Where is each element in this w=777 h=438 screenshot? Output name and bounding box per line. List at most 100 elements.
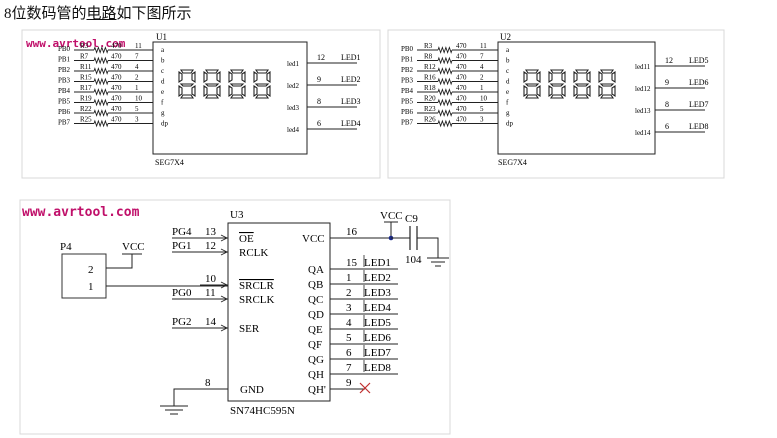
- u1-resistor: [93, 46, 109, 54]
- u3-left-pin-name: SRCLR: [239, 280, 275, 292]
- u2-resistor-value: 470: [456, 116, 467, 124]
- u2-port-label: PB1: [401, 56, 414, 64]
- u3-right-net-label: LED3: [364, 287, 391, 299]
- u3-left-pin-name: OE: [239, 233, 254, 245]
- u2-port-label: PB4: [401, 87, 414, 95]
- u2-resistor: [437, 56, 453, 65]
- u2-resistor-value: 470: [456, 74, 467, 82]
- heading-text-pre: 8位数码管的: [4, 6, 87, 22]
- heading-text-post: 如下图所示: [116, 6, 192, 22]
- u1-digit-pin-name: led1: [287, 60, 300, 68]
- u1-resistor: [93, 98, 109, 107]
- u3-right-pin-number: 1: [346, 272, 352, 284]
- p4-vcc-label: VCC: [122, 241, 145, 253]
- u1-segment-name: c: [161, 67, 164, 75]
- u2-digit-pin-name: led11: [635, 63, 651, 71]
- u2-resistor: [437, 46, 453, 54]
- u3-right-pin-name: QH: [308, 369, 324, 381]
- u3-left-net-label: PG1: [172, 240, 192, 252]
- u1-resistor-ref: R7: [80, 53, 89, 61]
- u2-resistor-ref: R12: [424, 63, 436, 71]
- u2-digit-pin-name: led14: [635, 129, 651, 137]
- u1-pin-number: 10: [135, 95, 143, 103]
- u2-digit-net-label: LED6: [689, 78, 709, 87]
- u3-right-pin-number: 15: [346, 257, 358, 269]
- vcc-decoupling: VCC C9 104: [380, 210, 449, 267]
- u3-left-net-label: PG0: [172, 287, 192, 299]
- u2-pin-number: 7: [480, 53, 484, 61]
- u1-digit-net-label: LED3: [341, 97, 361, 106]
- shift-register-u3: U3 SN74HC595N 13PG4OE12PG1RCLK10SRCLR11P…: [160, 209, 398, 417]
- u3-right-pins: 16VCC15QALED11QBLED22QCLED33QDLED44QELED…: [302, 226, 398, 396]
- u1-resistor-ref: R19: [80, 95, 92, 103]
- u1-pin-number: 2: [135, 74, 139, 82]
- u3-right-net-label: LED6: [364, 332, 391, 344]
- u1-segment-name: f: [161, 99, 164, 107]
- u3-right-pin-name: QE: [308, 324, 323, 336]
- u3-right-pin-name: QA: [308, 264, 324, 276]
- u1-body: [152, 41, 308, 155]
- u3-left-pin-name: SER: [239, 323, 260, 335]
- u3-body: [227, 222, 331, 402]
- u2-resistor-ref: R8: [424, 53, 433, 61]
- u2-resistor-ref: R20: [424, 95, 436, 103]
- u2-pin-number: 3: [480, 116, 484, 124]
- u3-right-pin-number: 2: [346, 287, 352, 299]
- u1-pin-number: 5: [135, 105, 139, 113]
- u3-left-pins: 13PG4OE12PG1RCLK10SRCLR11PG0SRCLK14PG2SE…: [172, 226, 275, 396]
- u2-resistor-value: 470: [456, 84, 467, 92]
- u2-segment-name: c: [506, 67, 509, 75]
- u2-segment-name: f: [506, 99, 509, 107]
- u3-right-net-label: LED7: [364, 347, 391, 359]
- u1-segment-name: d: [161, 78, 165, 86]
- u2-segment-name: a: [506, 46, 510, 54]
- u3-right-pin-name: QB: [308, 279, 323, 291]
- no-connect-cross: [359, 382, 371, 394]
- u2-resistor-value: 470: [456, 53, 467, 61]
- u2-resistor: [437, 119, 453, 128]
- u2-resistor-value: 470: [456, 63, 467, 71]
- c9-value: 104: [405, 254, 422, 266]
- u2-digit-pin-number: 8: [665, 100, 669, 109]
- u1-digit-net-label: LED4: [341, 119, 361, 128]
- u2-resistor: [437, 67, 453, 75]
- u3-left-pin-number: 11: [205, 287, 216, 299]
- u1-resistor-value: 470: [111, 95, 122, 103]
- u3-left-pin-name: GND: [240, 384, 264, 396]
- p4-body: [61, 253, 107, 299]
- u2-resistor-value: 470: [456, 42, 467, 50]
- u2-resistor: [437, 88, 453, 96]
- u1-resistor-value: 470: [111, 63, 122, 71]
- u2-resistor: [437, 98, 453, 107]
- u3-right-pin-name: QD: [308, 309, 324, 321]
- u2-segment-name: g: [506, 109, 510, 117]
- u2-digit-pin-number: 12: [665, 56, 673, 65]
- u1-port-label: PB0: [58, 45, 71, 53]
- u1-segment-name: dp: [161, 120, 169, 128]
- u3-right-pin-name: QH': [308, 384, 326, 396]
- u1-resistor: [93, 77, 109, 86]
- u1-resistor-value: 470: [111, 105, 122, 113]
- u2-resistor: [437, 77, 453, 86]
- heading-link[interactable]: 电路: [86, 6, 117, 22]
- u1-port-label: PB4: [58, 87, 71, 95]
